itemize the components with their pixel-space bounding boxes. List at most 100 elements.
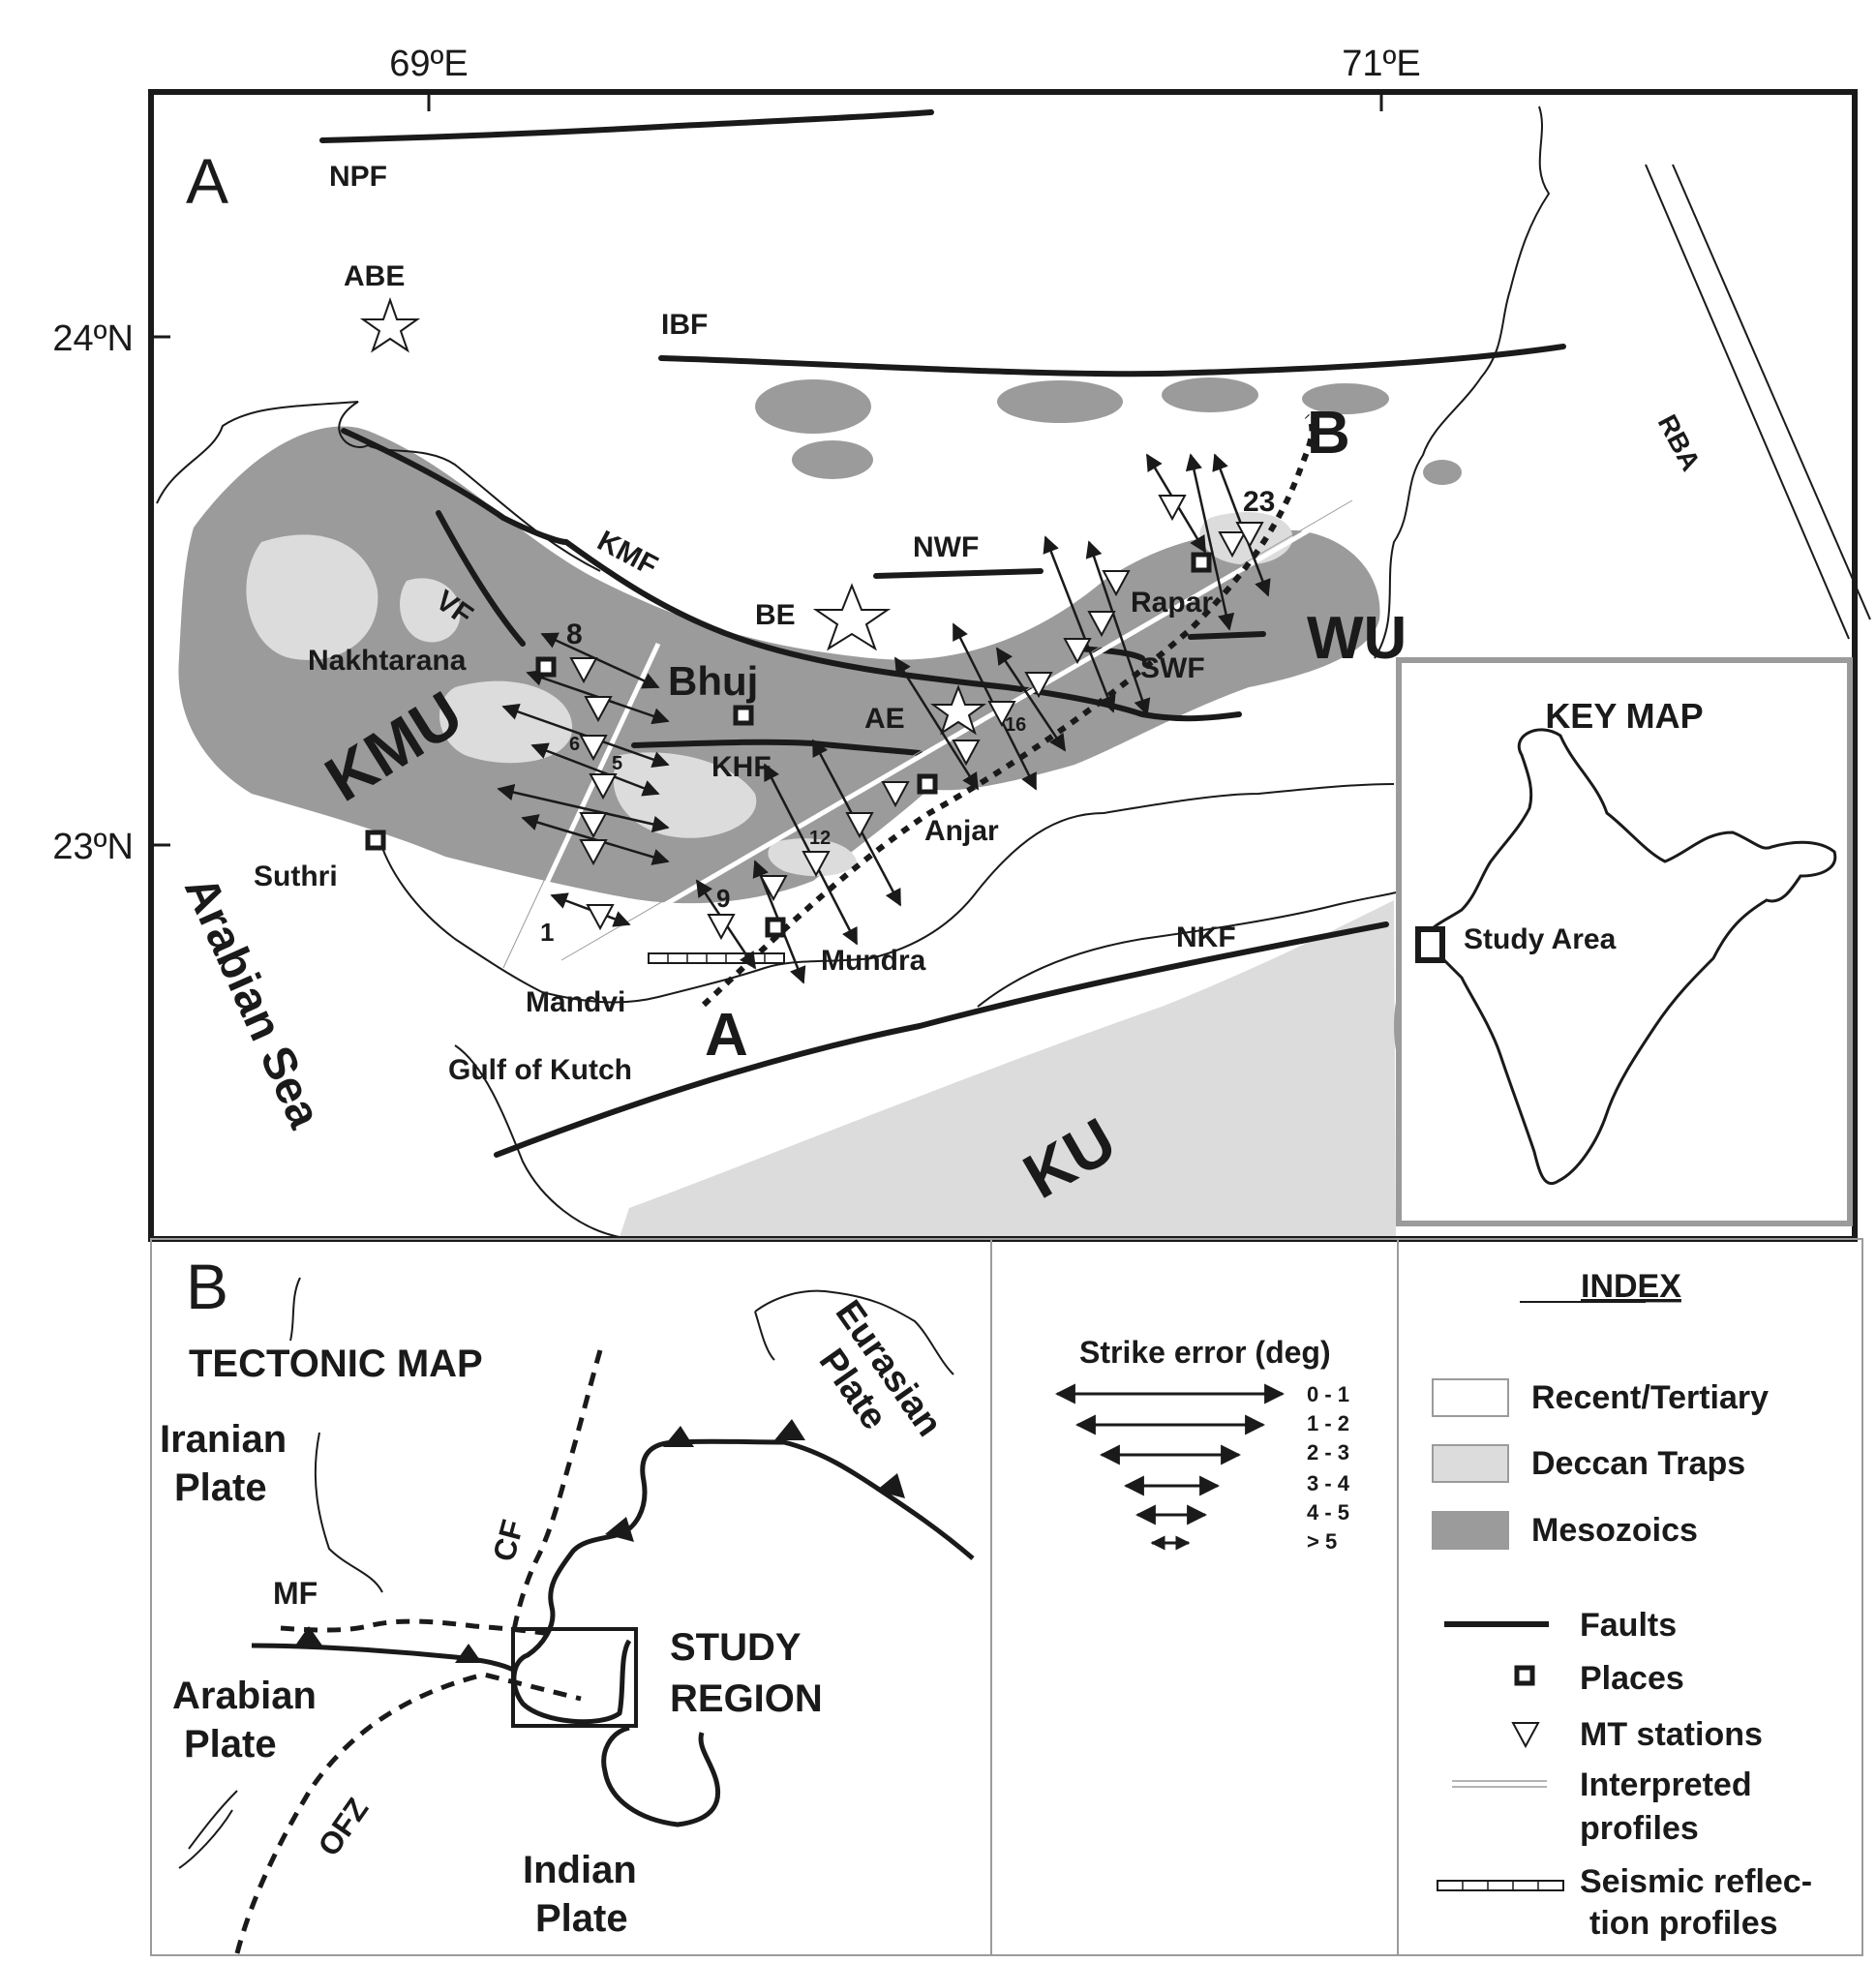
label-khf: KHF bbox=[711, 751, 772, 783]
mt-station bbox=[759, 875, 788, 902]
legend-deccan: Deccan Traps bbox=[1531, 1445, 1745, 1482]
label-ibf: IBF bbox=[661, 309, 708, 341]
mt-station bbox=[579, 812, 608, 839]
mt-station bbox=[579, 735, 608, 762]
label-ofz: OFZ bbox=[311, 1792, 375, 1862]
panel-b-coast-west bbox=[178, 1277, 383, 1869]
fault-mf-dashed bbox=[280, 1618, 553, 1637]
legend-swatch-deccan bbox=[1432, 1444, 1509, 1483]
label-station-1: 1 bbox=[540, 918, 554, 947]
label-station-23: 23 bbox=[1243, 486, 1275, 518]
mt-station bbox=[707, 914, 736, 941]
mt-station bbox=[881, 781, 910, 808]
label-indian-2: Plate bbox=[535, 1897, 628, 1940]
mt-station bbox=[1087, 611, 1116, 638]
mt-station bbox=[1235, 522, 1264, 549]
mt-station bbox=[584, 696, 613, 723]
legend-swatch-recent bbox=[1432, 1378, 1509, 1417]
earthquake-abe-star bbox=[359, 296, 421, 353]
fault-wu bbox=[1188, 631, 1266, 640]
place-suthri-marker bbox=[365, 830, 386, 851]
fault-npf bbox=[319, 109, 934, 143]
place-rapar-marker bbox=[1191, 552, 1212, 573]
earthquakes bbox=[359, 296, 987, 736]
legend-mt-marker bbox=[1511, 1722, 1540, 1749]
strike-range-0: 0 - 1 bbox=[1307, 1382, 1349, 1406]
mt-station bbox=[1063, 638, 1092, 665]
mt-station bbox=[802, 851, 831, 878]
earthquake-be-star bbox=[812, 583, 892, 651]
label-indian-1: Indian bbox=[523, 1849, 637, 1891]
label-iranian-2: Plate bbox=[174, 1466, 267, 1509]
label-iranian-1: Iranian bbox=[160, 1418, 287, 1461]
legend-places: Places bbox=[1580, 1660, 1684, 1697]
label-nkf: NKF bbox=[1176, 921, 1236, 953]
label-mundra: Mundra bbox=[821, 945, 926, 977]
legend-interpreted-1: Interpreted bbox=[1580, 1767, 1752, 1803]
mt-station bbox=[1158, 495, 1187, 522]
strike-range-2: 2 - 3 bbox=[1307, 1440, 1349, 1465]
strike-arrow bbox=[995, 647, 1067, 752]
legend-faults: Faults bbox=[1580, 1607, 1677, 1644]
label-profile-a: A bbox=[705, 1002, 748, 1069]
label-gulf-of-kutch: Gulf of Kutch bbox=[448, 1054, 632, 1086]
mt-station bbox=[952, 740, 981, 767]
label-anjar: Anjar bbox=[924, 815, 999, 847]
legend-mt: MT stations bbox=[1580, 1716, 1763, 1753]
fault-ibf bbox=[658, 344, 1566, 378]
label-ae: AE bbox=[864, 703, 905, 735]
mt-station bbox=[579, 839, 608, 866]
label-rapar: Rapar bbox=[1131, 587, 1213, 619]
coastline bbox=[156, 401, 1395, 1004]
lat-label-top: 24ºN bbox=[52, 318, 134, 359]
panel-a-letter: A bbox=[186, 145, 228, 217]
fault-ofz-dashed bbox=[234, 1672, 582, 1954]
place-anjar-marker bbox=[917, 773, 938, 795]
deccan-traps-area bbox=[620, 900, 1396, 1237]
label-station-16: 16 bbox=[1005, 714, 1026, 736]
legend-swatch-mesozoics bbox=[1432, 1511, 1509, 1550]
legend-seismic-1: Seismic reflec- bbox=[1580, 1863, 1812, 1900]
panel-b-coast-north bbox=[754, 1289, 954, 1375]
label-mandvi: Mandvi bbox=[526, 986, 625, 1018]
key-map-title: KEY MAP bbox=[1545, 696, 1703, 736]
legend-mesozoics: Mesozoics bbox=[1531, 1512, 1698, 1549]
seismic-profile bbox=[648, 952, 785, 964]
legend-recent: Recent/Tertiary bbox=[1531, 1379, 1769, 1416]
label-nwf: NWF bbox=[913, 531, 979, 563]
study-region-box bbox=[511, 1627, 638, 1728]
mt-stations bbox=[569, 495, 1264, 941]
panel-b-letter: B bbox=[186, 1251, 228, 1322]
mt-station bbox=[987, 701, 1016, 728]
label-suthri: Suthri bbox=[254, 861, 338, 892]
lon-label-left: 69ºE bbox=[389, 44, 469, 84]
lat-label-bottom: 23ºN bbox=[52, 827, 134, 867]
mesozoics-area bbox=[178, 426, 1380, 904]
label-be: BE bbox=[755, 599, 796, 631]
index-title: INDEX bbox=[1581, 1268, 1681, 1305]
panel-b: B TECTONIC MAP Iranian Plate CF MF Ara bbox=[150, 1238, 992, 1956]
label-study-1: STUDY bbox=[670, 1626, 802, 1669]
label-cf: CF bbox=[486, 1516, 530, 1565]
strike-arrow bbox=[1185, 453, 1235, 631]
strike-range-1: 1 - 2 bbox=[1307, 1411, 1349, 1435]
earthquake-ae-star bbox=[929, 684, 987, 736]
label-profile-b: B bbox=[1307, 400, 1350, 467]
index-legend: INDEX Recent/Tertiary Deccan Traps Mesoz… bbox=[1397, 1238, 1863, 1956]
label-station-12: 12 bbox=[809, 828, 831, 849]
places bbox=[365, 552, 1212, 938]
lon-label-right: 71ºE bbox=[1342, 44, 1421, 84]
plate-boundary-arabian bbox=[251, 1643, 515, 1673]
fault-nkf bbox=[494, 921, 1389, 1158]
strike-range-3: 3 - 4 bbox=[1307, 1471, 1350, 1495]
study-area-marker bbox=[1415, 926, 1445, 963]
fault-vf bbox=[436, 510, 526, 647]
legend-interpreted-line bbox=[1452, 1780, 1547, 1788]
axis-ticks bbox=[151, 92, 1383, 847]
rba-boundary bbox=[1645, 164, 1871, 640]
label-station-9: 9 bbox=[716, 884, 730, 913]
mt-station bbox=[1102, 570, 1131, 597]
strike-range-5: > 5 bbox=[1307, 1529, 1337, 1554]
place-mundra-marker bbox=[765, 917, 786, 938]
